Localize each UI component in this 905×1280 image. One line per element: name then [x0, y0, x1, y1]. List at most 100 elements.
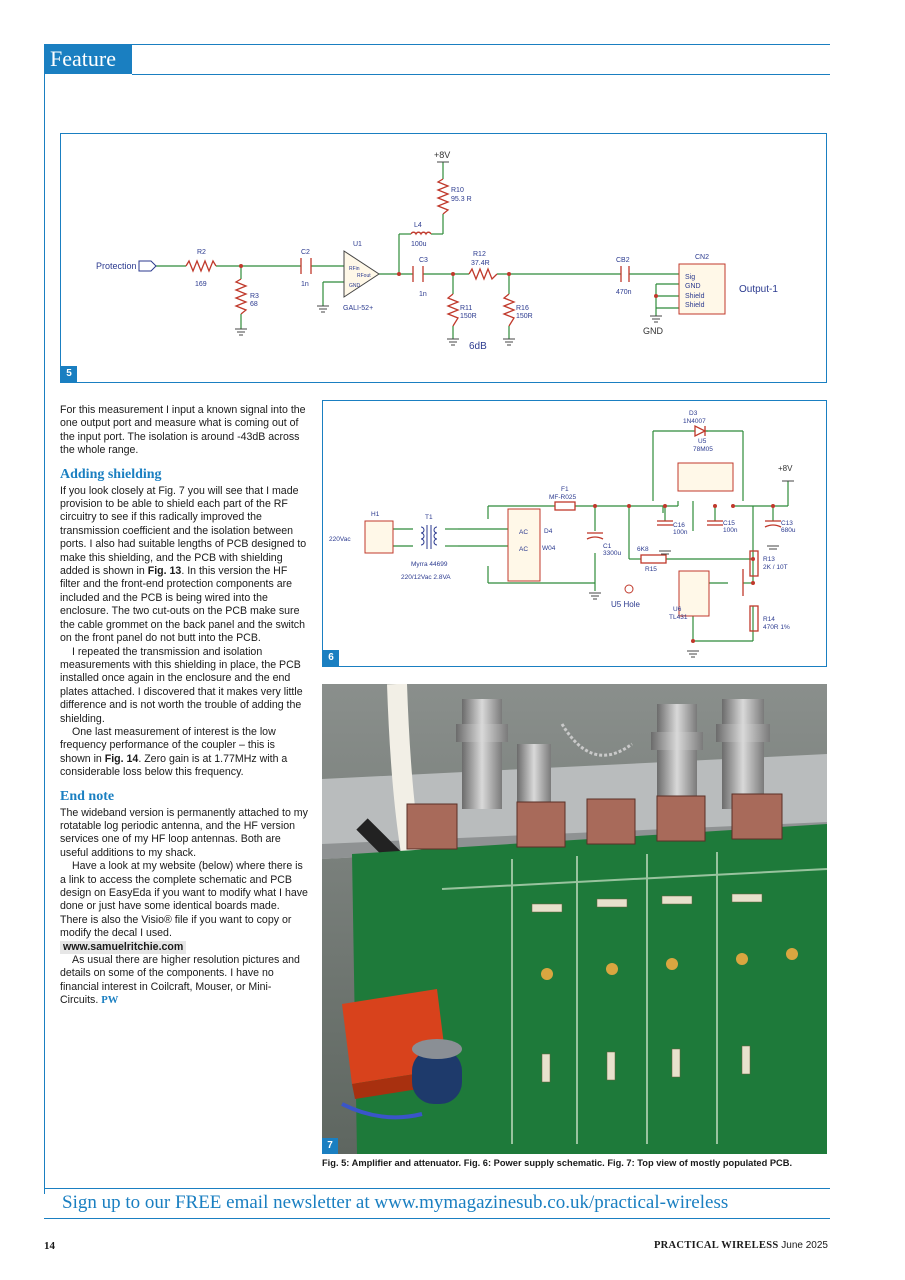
fig5-svg: Protection +8V R10 95.3 R L4 100u R2 169…	[96, 150, 778, 352]
fig6-ac-1: AC	[519, 529, 528, 536]
fig6-r15-value: 6K8	[637, 546, 649, 553]
fig5-gnd: GND	[685, 283, 701, 290]
fig6-t1-rating: 220/12Vac 2.8VA	[401, 574, 451, 581]
fig6-ac-2: AC	[519, 546, 528, 553]
fig5-c2: C2	[301, 249, 310, 256]
fig5-r16: R16	[516, 305, 529, 312]
website-link[interactable]: www.samuelritchie.com	[60, 940, 187, 955]
newsletter-bottom-rule	[44, 1218, 830, 1219]
fig6-c15: C15	[723, 520, 735, 527]
fig6-u6: U6	[673, 606, 682, 613]
fig5-l4: L4	[414, 222, 422, 229]
fig6-c13-value: 680u	[781, 527, 796, 534]
paragraph: If you look closely at Fig. 7 you will s…	[60, 484, 307, 645]
fig5-protection-label: Protection	[96, 261, 137, 271]
fig6-c16: C16	[673, 522, 685, 529]
pcb-illustration	[322, 684, 827, 1154]
fig6-r13: R13	[763, 556, 775, 563]
fig7-pcb-photo: 7	[322, 684, 827, 1154]
fig5-r2: R2	[197, 249, 206, 256]
fig5-rfout: RFout	[357, 273, 371, 279]
section-tab: Feature	[44, 44, 132, 74]
fig5-r10-value: 95.3 R	[451, 196, 472, 203]
paragraph: I repeated the transmission and isolatio…	[60, 645, 303, 725]
paragraph: Have a look at my website (below) where …	[60, 860, 308, 940]
fig6-u5-value: 78M05	[693, 446, 713, 453]
pw-signoff: PW	[101, 995, 119, 1007]
fig5-rfin: RFin	[349, 266, 360, 272]
fig5-6db-label: 6dB	[469, 341, 487, 352]
fig6-r14-value: 470R 1%	[763, 624, 790, 631]
fig5-cn2: CN2	[695, 254, 709, 261]
fig6-d3-value: 1N4007	[683, 418, 706, 425]
fig6-number: 6	[323, 650, 339, 666]
fig5-gnd-label: GND	[643, 326, 664, 336]
fig5-r3-value: 68	[250, 301, 258, 308]
fig5-shield-1: Shield	[685, 293, 705, 300]
fig5-r10: R10	[451, 187, 464, 194]
fig6-f1-value: MF-R025	[549, 494, 576, 501]
header-rule	[44, 44, 830, 77]
fig6-h1: H1	[371, 511, 380, 518]
fig5-output-label: Output-1	[739, 284, 778, 295]
fig6-u5: U5	[698, 438, 707, 445]
fig-ref: Fig. 14	[104, 752, 139, 765]
fig5-gnd-pin: GND	[349, 283, 361, 289]
issue-date: June 2025	[781, 1240, 828, 1251]
fig6-r15: R15	[645, 566, 657, 573]
fig6-svg: D3 1N4007 U5 78M05 +8V F1 MF-R025 H1 220…	[329, 410, 796, 658]
fig6-u6-value: TL431	[669, 614, 688, 621]
fig5-r12-value: 37.4R	[471, 260, 490, 267]
fig5-r11: R11	[460, 305, 472, 312]
paragraph: One last measurement of interest is the …	[60, 725, 288, 779]
paragraph: As usual there are higher resolution pic…	[60, 954, 300, 1007]
fig6-c13: C13	[781, 520, 793, 527]
paragraph: The wideband version is permanently atta…	[60, 806, 308, 859]
figure-caption: Fig. 5: Amplifier and attenuator. Fig. 6…	[322, 1158, 793, 1168]
fig-ref: Fig. 13	[147, 565, 182, 578]
fig6-r14: R14	[763, 616, 775, 623]
fig5-shield-2: Shield	[685, 302, 705, 309]
fig6-schematic: D3 1N4007 U5 78M05 +8V F1 MF-R025 H1 220…	[322, 400, 827, 667]
fig5-c3: C3	[419, 257, 428, 264]
fig5-u1-value: GALI-52+	[343, 305, 373, 312]
fig5-c2-value: 1n	[301, 281, 309, 288]
footer-masthead: PRACTICAL WIRELESS June 2025	[654, 1240, 828, 1251]
fig5-plus8v: +8V	[434, 150, 450, 160]
article-body: For this measurement I input a known sig…	[60, 404, 308, 1008]
magazine-name: PRACTICAL WIRELESS	[653, 1240, 779, 1251]
heading-end-note: End note	[60, 788, 115, 804]
fig5-sig: Sig	[685, 274, 695, 281]
left-margin-rule	[44, 44, 45, 1194]
fig5-u1: U1	[353, 241, 362, 248]
page-number: 14	[44, 1240, 55, 1252]
fig6-c1-value: 3300u	[603, 550, 621, 557]
fig5-schematic: Protection +8V R10 95.3 R L4 100u R2 169…	[60, 133, 827, 383]
paragraph: For this measurement I input a known sig…	[60, 404, 306, 457]
heading-adding-shielding: Adding shielding	[60, 466, 162, 482]
newsletter-banner[interactable]: Sign up to our FREE email newsletter at …	[62, 1192, 729, 1213]
fig6-c16-value: 100n	[673, 529, 688, 536]
fig6-t1-value: Myrra 44699	[411, 561, 448, 568]
newsletter-top-rule	[44, 1188, 830, 1189]
fig5-number: 5	[61, 366, 77, 382]
fig6-f1: F1	[561, 486, 569, 493]
fig6-c15-value: 100n	[723, 527, 738, 534]
fig6-r13-value: 2K / 10T	[763, 564, 788, 571]
fig6-220vac: 220Vac	[329, 536, 351, 543]
header-underline	[132, 74, 830, 75]
fig5-r12: R12	[473, 251, 486, 258]
fig6-c1: C1	[603, 543, 612, 550]
fig5-l4-value: 100u	[411, 241, 427, 248]
fig5-cb2: CB2	[616, 257, 630, 264]
fig5-r16-value: 150R	[516, 313, 533, 320]
fig5-cb2-value: 470n	[616, 289, 632, 296]
fig5-r3: R3	[250, 293, 259, 300]
fig6-t1: T1	[425, 514, 433, 521]
fig5-c3-value: 1n	[419, 291, 427, 298]
fig6-d3: D3	[689, 410, 698, 417]
fig6-u5-hole: U5 Hole	[611, 600, 640, 609]
fig6-plus8v: +8V	[778, 464, 793, 473]
fig5-r11-value: 150R	[460, 313, 477, 320]
fig5-r2-value: 169	[195, 281, 207, 288]
